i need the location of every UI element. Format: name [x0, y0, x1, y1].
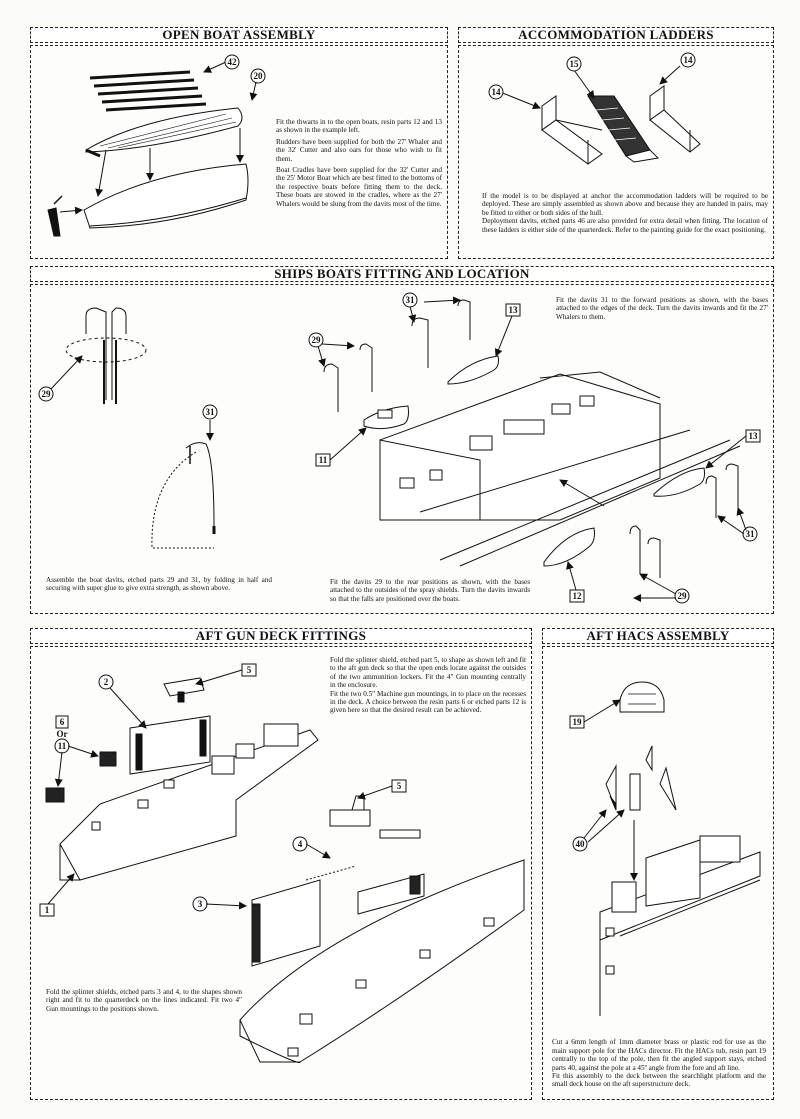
callout-42-arrow — [203, 61, 227, 73]
boat-13-top — [447, 355, 499, 385]
ladders-title: ACCOMMODATION LADDERS — [518, 27, 714, 42]
callout-29-circle-right — [674, 588, 690, 604]
boats-fitting-text-left: Assemble the boat davits, etched parts 2… — [46, 576, 272, 596]
oars-illustration — [89, 70, 207, 112]
callout-13-box-top — [505, 303, 521, 317]
davit-pair-illustration — [65, 307, 147, 404]
boat-12 — [543, 527, 595, 567]
callout-6-label: 6 — [60, 717, 65, 727]
ladders-panel — [458, 45, 774, 259]
callout-15-label: 15 — [570, 59, 580, 69]
callout-2-circle — [98, 674, 114, 690]
callout-40-circle — [572, 836, 588, 852]
hacs-header: AFT HACS ASSEMBLY — [542, 628, 774, 644]
callout-29-right-label: 29 — [678, 591, 688, 601]
open-boat-paragraph-1: Fit the thwarts in to the open boats, re… — [276, 118, 442, 135]
callout-3-label: 3 — [198, 899, 203, 909]
callout-14-left-circle — [488, 84, 504, 100]
callout-5-top-label: 5 — [247, 665, 252, 675]
callout-4-label: 4 — [298, 839, 303, 849]
ladder-right-illustration — [649, 85, 701, 153]
boats-fitting-header: SHIPS BOATS FITTING AND LOCATION — [30, 266, 774, 282]
hacs-title: AFT HACS ASSEMBLY — [586, 628, 730, 643]
quarterdeck-lower-hull — [239, 795, 525, 1063]
callout-14-right-circle — [680, 52, 696, 68]
callout-29-left-label: 29 — [42, 389, 52, 399]
callout-14-right-label: 14 — [684, 55, 694, 65]
callout-29-top-label: 29 — [312, 335, 322, 345]
callout-29-circle-top — [308, 332, 324, 348]
ladders-header: ACCOMMODATION LADDERS — [458, 27, 774, 43]
callout-19-label: 19 — [573, 717, 583, 727]
callout-6-box — [55, 715, 69, 729]
boats-fitting-text-right: Fit the davits 31 to the forward positio… — [556, 296, 768, 324]
callout-11-label: 11 — [319, 455, 328, 465]
callout-42-circle — [224, 54, 240, 70]
ladders-text: If the model is to be displayed at ancho… — [482, 192, 768, 237]
callout-31-right-label: 31 — [746, 529, 756, 539]
ladder-center-illustration — [587, 95, 660, 163]
callout-31-circle-left — [202, 404, 218, 420]
callout-4-circle — [292, 836, 308, 852]
callout-11-gun-label: 11 — [58, 741, 67, 751]
boat-11 — [363, 405, 409, 430]
callout-1-box — [39, 903, 55, 917]
open-boat-title: OPEN BOAT ASSEMBLY — [162, 27, 316, 42]
open-boat-paragraph-2: Rudders have been supplied for both the … — [276, 137, 442, 163]
callout-31-left-label: 31 — [206, 407, 216, 417]
davit-31-illustration — [151, 442, 216, 549]
hacs-deck — [599, 835, 761, 1016]
hacs-paragraph: Cut a 6mm length of 1mm diameter brass o… — [552, 1038, 766, 1089]
ship-hull-midsection — [379, 371, 741, 567]
callout-20-label: 20 — [254, 71, 264, 81]
davits-right — [629, 463, 739, 578]
aft-gun-text-top: Fold the splinter shield, etched part 5,… — [330, 656, 526, 718]
callout-42-label: 42 — [228, 57, 238, 67]
aft-gun-deck-upper-hull — [59, 677, 319, 881]
callout-31-top-label: 31 — [406, 295, 416, 305]
aft-gun-bottom-paragraph: Fold the splinter shields, etched parts … — [46, 988, 242, 1013]
callout-13-top-label: 13 — [509, 305, 519, 315]
boats-fitting-title: SHIPS BOATS FITTING AND LOCATION — [274, 266, 530, 281]
aft-gun-text-bottom: Fold the splinter shields, etched parts … — [46, 988, 242, 1016]
aft-gun-paragraph-2: Fit the two 0.5" Machine gun mountings, … — [330, 689, 526, 715]
callout-31-circle-top — [402, 292, 418, 308]
aft-gun-paragraph-1: Fold the splinter shield, etched part 5,… — [330, 656, 526, 690]
callout-5-mid-label: 5 — [397, 781, 402, 791]
open-boat-paragraph-3: Boat Cradles have been supplied for the … — [276, 166, 442, 208]
boat-hull-illustration — [83, 128, 249, 229]
aft-gun-title: AFT GUN DECK FITTINGS — [195, 628, 367, 643]
callout-1-label: 1 — [45, 905, 50, 915]
callout-13-right-label: 13 — [749, 431, 759, 441]
boats-fitting-left-paragraph: Assemble the boat davits, etched parts 2… — [46, 576, 272, 593]
open-boat-header: OPEN BOAT ASSEMBLY — [30, 27, 448, 43]
rudder-illustration — [47, 195, 83, 237]
ladders-paragraph-1: If the model is to be displayed at ancho… — [482, 192, 768, 217]
open-boat-text: Fit the thwarts in to the open boats, re… — [276, 118, 442, 211]
davits-29-31-top — [323, 299, 471, 412]
hacs-text: Cut a 6mm length of 1mm diameter brass o… — [552, 1030, 766, 1100]
boats-fitting-text-bottom: Fit the davits 29 to the rear positions … — [330, 578, 530, 606]
hacs-director — [605, 681, 677, 811]
callout-40-label: 40 — [576, 839, 586, 849]
boats-fitting-bottom-paragraph: Fit the davits 29 to the rear positions … — [330, 578, 530, 603]
callout-20-arrow — [249, 81, 258, 101]
callout-2-label: 2 — [104, 677, 109, 687]
machine-guns — [45, 751, 117, 803]
ladder-left-illustration — [541, 95, 603, 165]
aft-gun-header: AFT GUN DECK FITTINGS — [30, 628, 532, 644]
callout-20-circle — [250, 68, 266, 84]
ladders-paragraph-2: Deployment davits, etched parts 46 are a… — [482, 217, 768, 234]
callout-14-left-label: 14 — [492, 87, 502, 97]
callout-12-label: 12 — [573, 591, 583, 601]
boats-fitting-right-paragraph: Fit the davits 31 to the forward positio… — [556, 296, 768, 321]
boat-thwarts-illustration — [85, 107, 243, 158]
callout-29-circle-left — [38, 386, 54, 402]
callout-12-box — [569, 589, 585, 603]
callout-or-label: Or — [57, 729, 68, 739]
callout-31-circle-right — [742, 526, 758, 542]
callout-15-circle — [566, 56, 582, 72]
boat-13-right — [653, 467, 705, 497]
